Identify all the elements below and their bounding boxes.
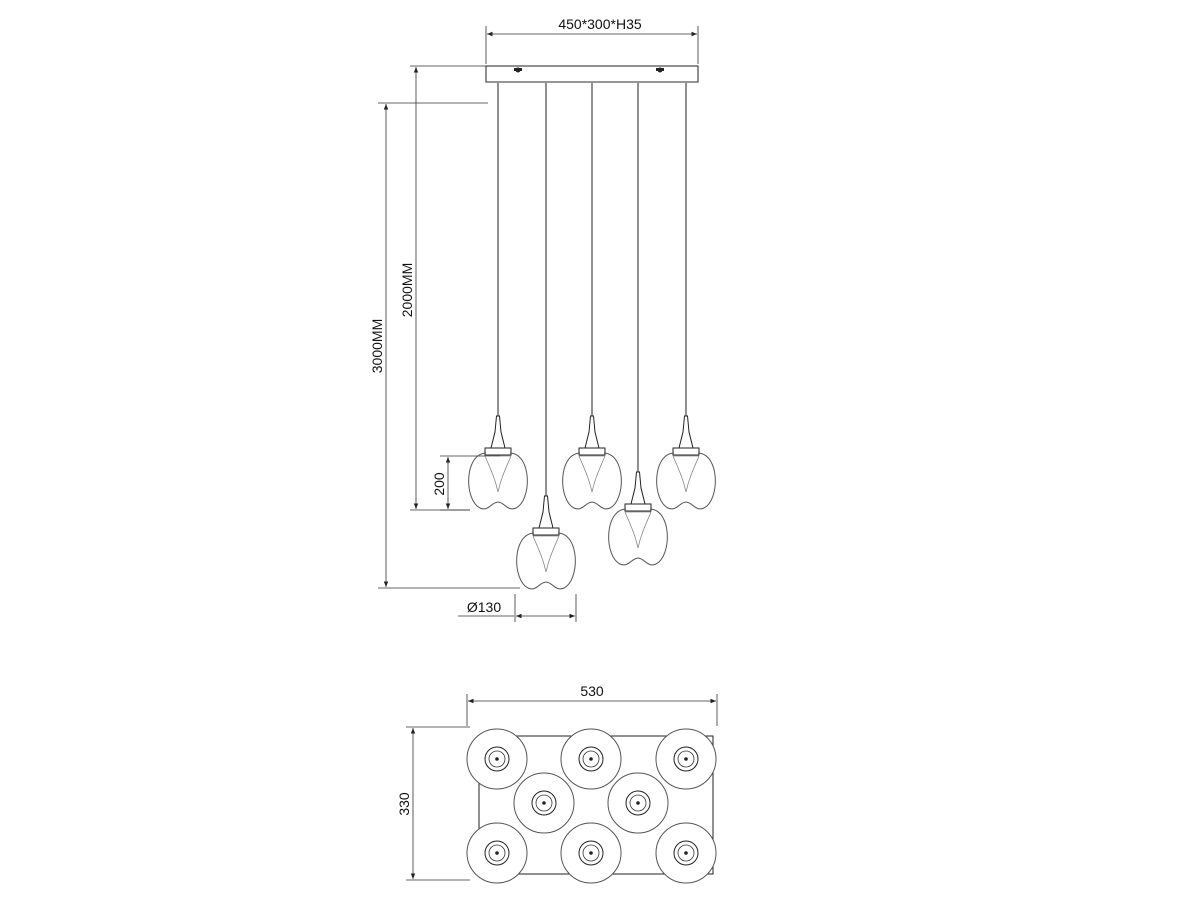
top-shade-cable-point — [495, 851, 499, 855]
top-shade-collar — [625, 790, 651, 816]
pendant-holder — [490, 415, 506, 449]
pendant-glass-shade — [656, 452, 716, 510]
pendant-4 — [608, 83, 668, 566]
top-shade-collar — [484, 840, 510, 866]
top-shade-cable-point — [636, 801, 640, 805]
pendant-5 — [656, 83, 716, 510]
pendant-3 — [562, 83, 622, 510]
pendant-diffuser — [672, 455, 700, 493]
top-width-label: 530 — [580, 683, 604, 699]
top-shade-cable-point — [589, 757, 593, 761]
top-shade-collar — [531, 790, 557, 816]
pendant-holder — [678, 415, 694, 449]
shade-diameter-dimension: Ø130 — [458, 594, 577, 622]
shade-height-dimension: 200 — [431, 455, 500, 511]
drop-3000-label: 3000MM — [369, 319, 385, 373]
top-shade-collar — [484, 746, 510, 772]
top-shade-cable-point — [684, 757, 688, 761]
top-shade-6 — [466, 822, 528, 884]
pendant-collar — [624, 503, 652, 512]
pendant-diffuser — [532, 535, 560, 573]
top-shades — [466, 728, 717, 884]
top-shade-cable-point — [589, 851, 593, 855]
shade-diameter-label: Ø130 — [467, 599, 501, 615]
pendants — [468, 83, 716, 590]
pendant-holder — [630, 471, 646, 505]
pendant-1 — [468, 83, 528, 510]
top-shade-collar — [673, 746, 699, 772]
pendant-2 — [516, 83, 576, 590]
canopy-dimension-label: 450*300*H35 — [558, 16, 642, 32]
pendant-diffuser — [484, 455, 512, 493]
top-shade-cable-point — [542, 801, 546, 805]
pendant-holder — [538, 495, 554, 529]
pendant-collar — [484, 447, 512, 456]
drop-2000-dimension: 2000MM — [399, 65, 486, 511]
shade-height-label: 200 — [431, 472, 447, 496]
pendant-holder — [584, 415, 600, 449]
top-shade-collar — [673, 840, 699, 866]
top-shade-5 — [607, 772, 669, 834]
pendant-glass-shade — [562, 452, 622, 510]
drop-3000-dimension: 3000MM — [369, 102, 520, 589]
pendant-glass-shade — [608, 508, 668, 566]
pendant-glass-shade — [516, 532, 576, 590]
top-shade-1 — [466, 728, 528, 790]
pendant-glass-shade — [468, 452, 528, 510]
canopy — [485, 65, 699, 83]
top-shade-collar — [578, 746, 604, 772]
pendant-collar — [672, 447, 700, 456]
top-width-dimension: 530 — [466, 683, 718, 726]
top-shade-cable-point — [495, 757, 499, 761]
top-shade-7 — [560, 822, 622, 884]
top-depth-dimension: 330 — [396, 726, 470, 881]
top-shade-8 — [655, 822, 717, 884]
top-shade-2 — [560, 728, 622, 790]
drop-2000-label: 2000MM — [399, 263, 415, 317]
top-shade-cable-point — [684, 851, 688, 855]
pendant-collar — [532, 527, 560, 536]
top-shade-collar — [578, 840, 604, 866]
pendant-diffuser — [578, 455, 606, 493]
front-elevation: 450*300*H35 3000MM 2000MM — [369, 16, 716, 622]
pendant-collar — [578, 447, 606, 456]
top-depth-label: 330 — [396, 792, 412, 816]
top-view: 530 330 — [396, 683, 718, 884]
canopy-dimension: 450*300*H35 — [485, 16, 699, 64]
pendant-diffuser — [624, 511, 652, 549]
top-shade-4 — [513, 772, 575, 834]
top-shade-3 — [655, 728, 717, 790]
